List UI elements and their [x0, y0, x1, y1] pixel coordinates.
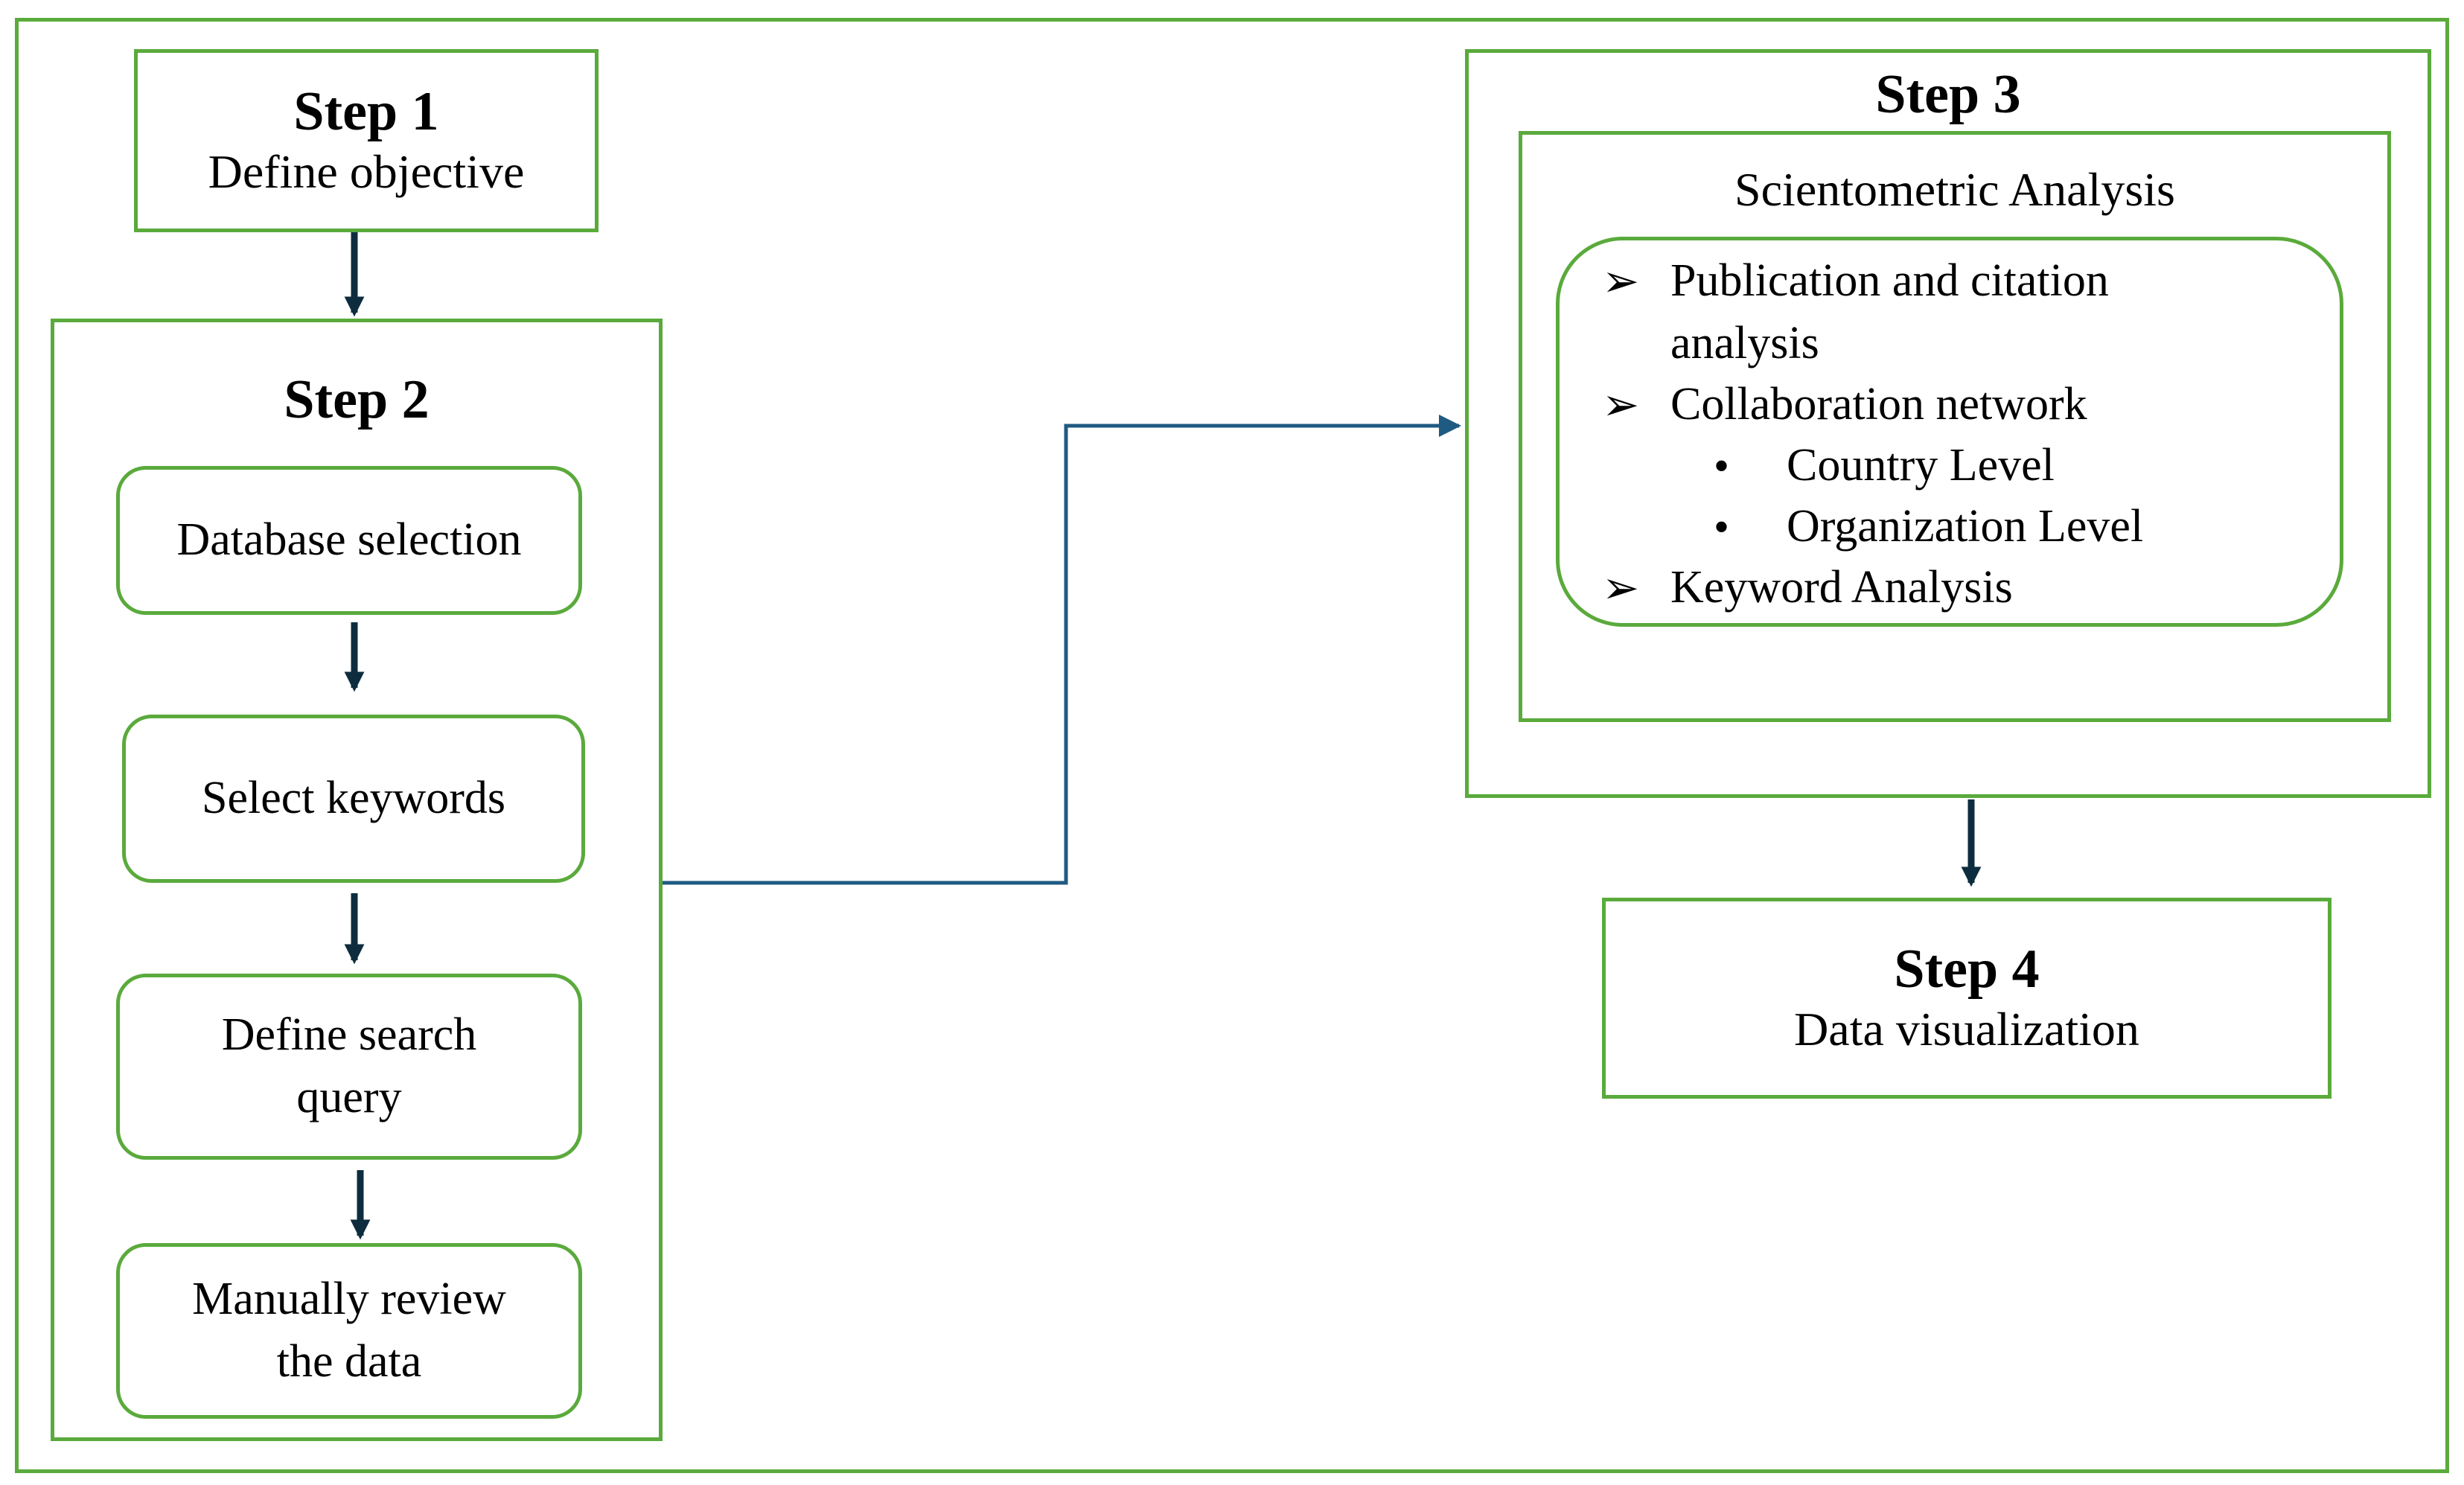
step1-subtitle: Define objective	[208, 145, 525, 199]
step4-subtitle: Data visualization	[1794, 1003, 2139, 1056]
node-label-line: Database selection	[176, 514, 522, 566]
connector-step2-to-step3	[663, 415, 1461, 885]
analysis-item-keyword: Keyword Analysis	[1670, 562, 2013, 613]
node-label-line: Define search	[221, 1009, 477, 1061]
node-label-line: query	[296, 1072, 402, 1122]
scientometric-analysis-box: Scientometric Analysis	[1519, 131, 2391, 722]
arrow-bullet-icon: ➢	[1602, 563, 1640, 613]
step2-node-define-search-query: Define search query	[116, 974, 582, 1160]
arrow-bullet-icon: ➢	[1602, 380, 1640, 429]
step2-node-database-selection: Database selection	[116, 466, 582, 615]
diagram-frame	[15, 18, 2449, 1473]
analysis-item-country-level: Country Level	[1787, 440, 2055, 491]
step3-box: Step 3	[1465, 49, 2431, 798]
step4-box: Step 4 Data visualization	[1602, 898, 2331, 1099]
arrow-bullet-icon: ➢	[1602, 257, 1640, 306]
step2-node-manually-review: Manually review the data	[116, 1243, 582, 1419]
step2-box: Step 2	[51, 319, 663, 1441]
analysis-list-box	[1556, 237, 2343, 627]
analysis-title: Scientometric Analysis	[1734, 163, 2175, 216]
node-label-line: Manually review	[192, 1274, 506, 1325]
step2-node-select-keywords: Select keywords	[122, 715, 585, 883]
dot-bullet-icon: •	[1714, 502, 1730, 552]
analysis-item-collaboration: Collaboration network	[1670, 379, 2087, 429]
step3-title: Step 3	[1875, 64, 2021, 125]
step4-title: Step 4	[1894, 939, 2040, 1000]
analysis-item-organization-level: Organization Level	[1787, 501, 2144, 552]
step2-title: Step 2	[284, 369, 430, 430]
node-label-line: Select keywords	[201, 773, 506, 824]
step1-box: Step 1 Define objective	[134, 49, 599, 232]
step1-title: Step 1	[293, 81, 439, 143]
dot-bullet-icon: •	[1714, 441, 1730, 491]
analysis-item-publication: Publication and citation	[1670, 255, 2109, 306]
node-label-line: the data	[276, 1336, 422, 1387]
analysis-item-publication-cont: analysis	[1670, 318, 1819, 368]
